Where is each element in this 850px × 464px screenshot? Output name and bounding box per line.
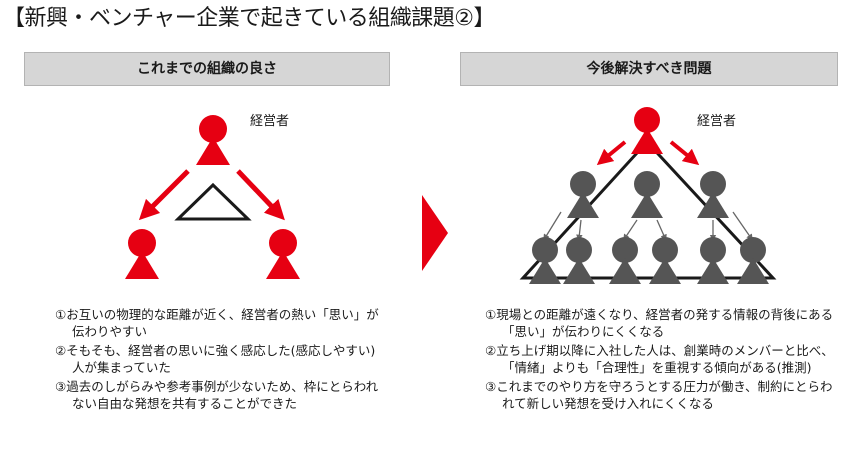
- manager-person-icon: [567, 171, 599, 218]
- arrow-icon: [576, 219, 583, 242]
- arrow-icon: [623, 219, 638, 241]
- page-title: 【新興・ベンチャー企業で起きている組織課題②】: [3, 6, 496, 31]
- member-person-icon: [266, 229, 300, 279]
- staff-person-icon: [697, 237, 729, 284]
- left-point: ③過去のしがらみや参考事例が少ないため、枠にとらわれない自由な発想を共有すること…: [55, 379, 379, 411]
- staff-person-icon: [529, 237, 561, 284]
- staff-person-icon: [563, 237, 595, 284]
- arrow-icon: [732, 211, 753, 241]
- left-points-list: ①お互いの物理的な距離が近く、経営者の熱い「思い」が伝わりやすい ②そもそも、経…: [55, 306, 385, 414]
- left-panel-heading: これまでの組織の良さ: [24, 52, 390, 86]
- manager-person-icon: [697, 171, 729, 218]
- arrow-down-right-icon: [236, 169, 285, 221]
- right-point: ③これまでのやり方を守ろうとする圧力が働き、制約にとらわれて新しい発想を受け入れ…: [485, 379, 833, 411]
- staff-person-icon: [737, 237, 769, 284]
- arrow-down-left-icon: [138, 169, 190, 221]
- transition-arrow-icon: [422, 195, 448, 271]
- left-point: ②そもそも、経営者の思いに強く感応した(感応しやすい)人が集まっていた: [55, 343, 376, 375]
- right-point: ②立ち上げ期以降に入社した人は、創業時のメンバーと比べ、「情緒」よりも「合理性」…: [485, 343, 834, 375]
- arrow-icon: [656, 219, 667, 241]
- staff-person-icon: [609, 237, 641, 284]
- staff-person-icon: [649, 237, 681, 284]
- right-point: ①現場との距離が遠くなり、経営者の発する情報の背後にある「思い」が伝わりにくくな…: [485, 307, 834, 339]
- manager-person-icon: [631, 171, 663, 218]
- right-ceo-label: 経営者: [697, 114, 737, 129]
- left-point: ①お互いの物理的な距離が近く、経営者の熱い「思い」が伝わりやすい: [55, 307, 379, 339]
- member-person-icon: [125, 229, 159, 279]
- left-org-diagram: [125, 115, 300, 279]
- right-panel-heading: 今後解決すべき問題: [460, 52, 838, 86]
- arrow-down-left-icon: [596, 140, 627, 166]
- ceo-person-icon: [631, 107, 663, 154]
- triangle-icon: [174, 182, 252, 221]
- right-points-list: ①現場との距離が遠くなり、経営者の発する情報の背後にある「思い」が伝わりにくくな…: [485, 306, 843, 414]
- arrow-icon: [543, 211, 562, 241]
- ceo-person-icon: [196, 115, 230, 165]
- left-ceo-label: 経営者: [250, 114, 290, 129]
- arrow-down-right-icon: [669, 140, 700, 166]
- right-org-diagram: [519, 107, 777, 284]
